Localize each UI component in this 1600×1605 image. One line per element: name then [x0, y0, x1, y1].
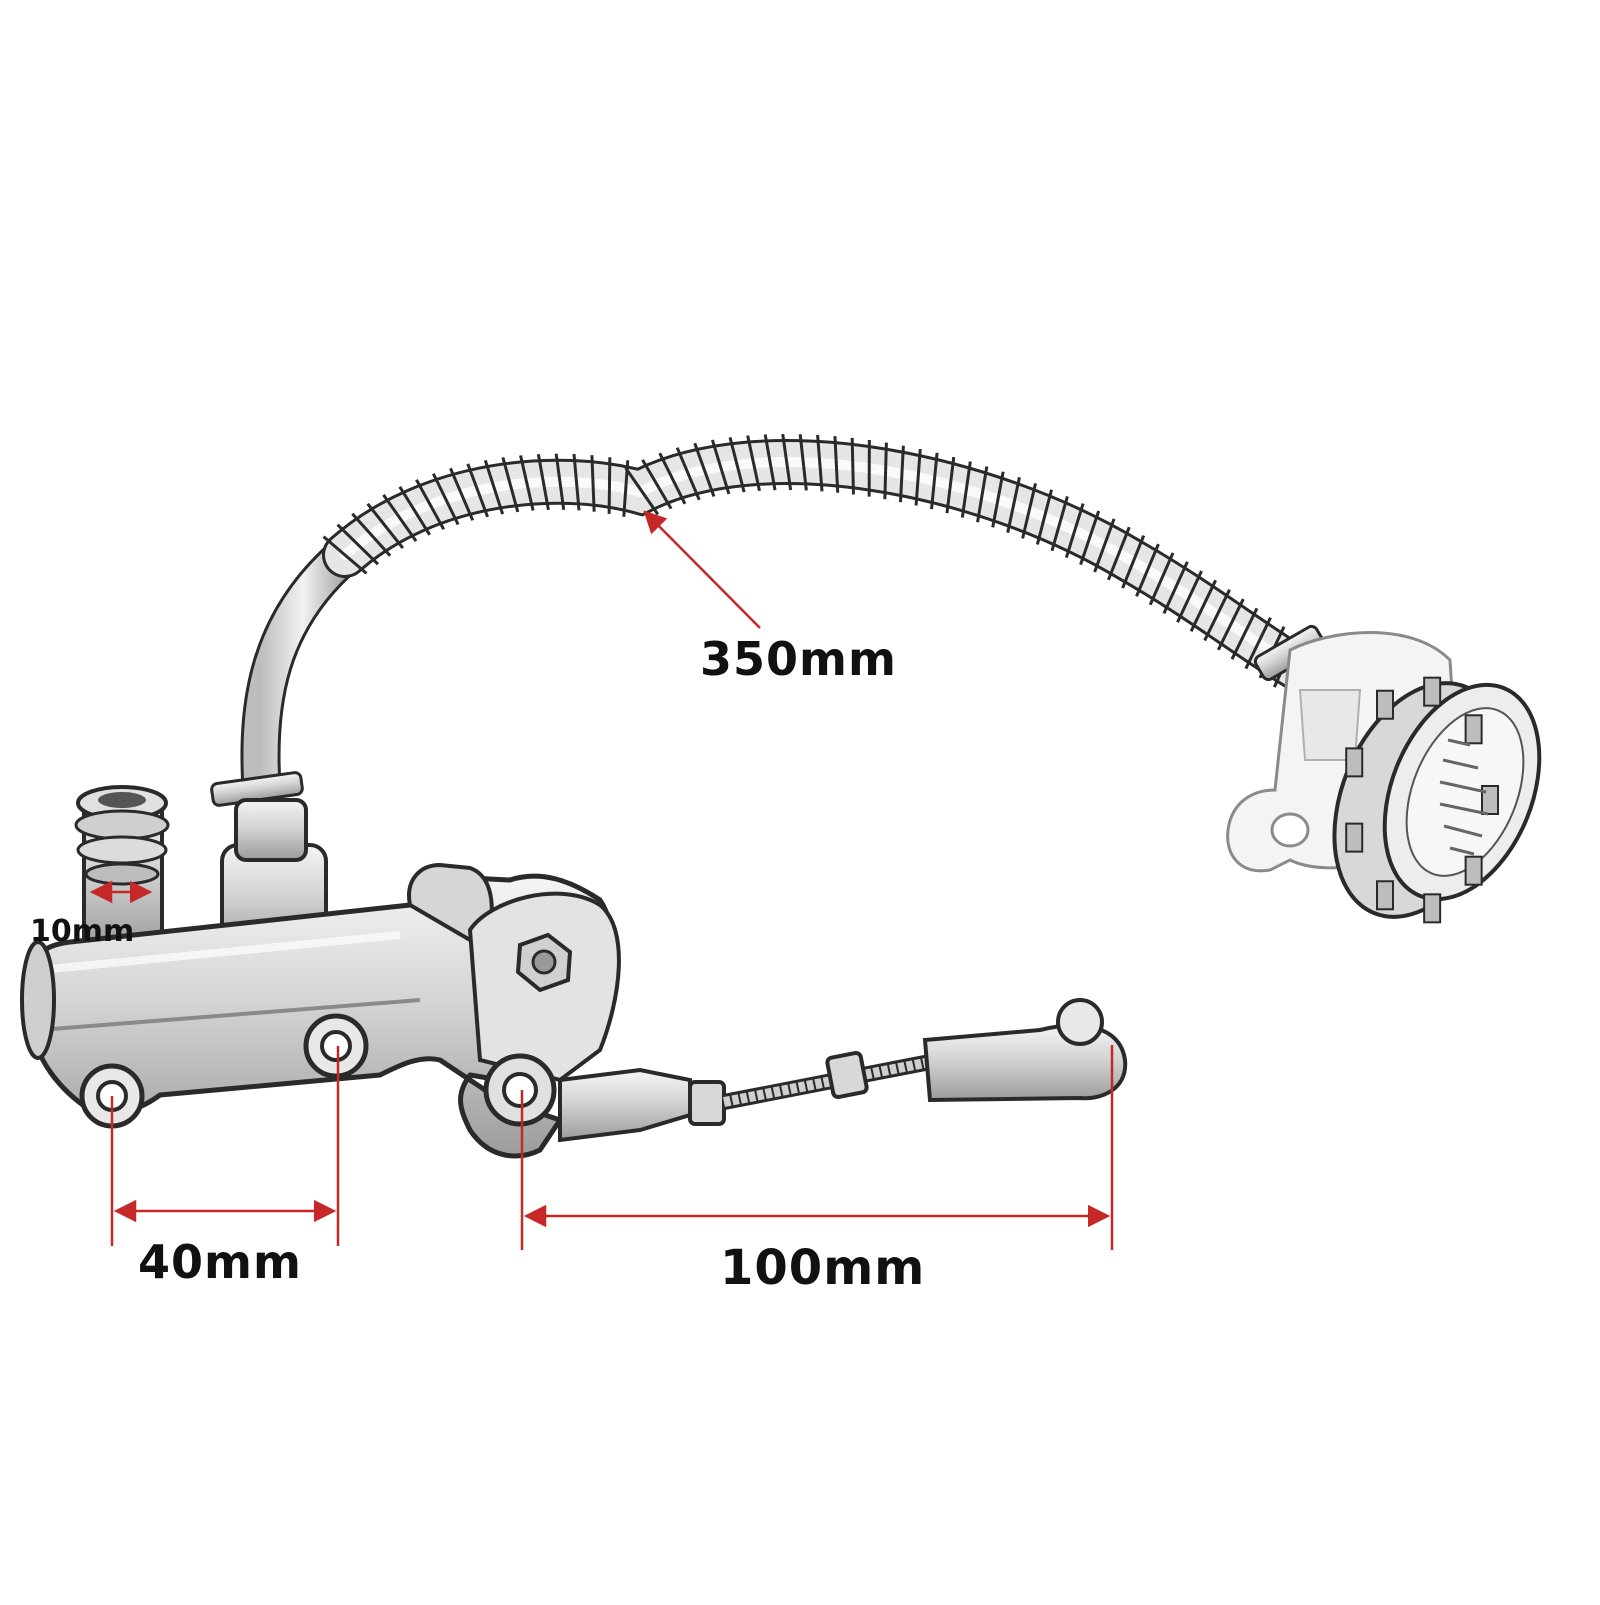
cap-rib [1466, 715, 1482, 743]
spring-coil [852, 438, 853, 495]
pivot-lug-icon [486, 1056, 554, 1124]
cap-rib [1377, 691, 1393, 719]
mount-spacing-label: 40mm [138, 1235, 302, 1289]
hose-length-label: 350mm [700, 632, 897, 686]
rod-length-label: 100mm [720, 1240, 925, 1296]
cap-rib [1424, 678, 1440, 706]
hose-icon [211, 434, 1327, 806]
cap-rib [1377, 881, 1393, 909]
cap-rib [1346, 824, 1362, 852]
cap-rib [1466, 857, 1482, 885]
outlet-diameter-label: 10mm [30, 914, 134, 949]
push-rod-icon [560, 1000, 1125, 1140]
hose-length-leader [645, 512, 760, 628]
spring-coil [609, 457, 610, 514]
cap-rib [1346, 748, 1362, 776]
mount-hole-right-icon [306, 1016, 366, 1076]
spring-coil [885, 443, 887, 500]
cap-rib [1424, 894, 1440, 922]
